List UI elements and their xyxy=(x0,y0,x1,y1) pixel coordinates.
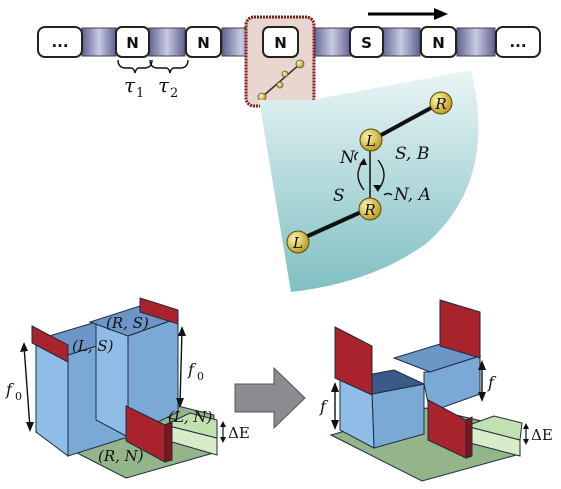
svg-text:N: N xyxy=(432,34,445,52)
tape-cell-ellipsis-left: ... xyxy=(37,26,83,58)
left-landscape-labels: (R, S) (L, S) (L, N) (R, N) f 0 f 0 ΔE xyxy=(5,314,250,465)
svg-text:R: R xyxy=(363,201,375,219)
ball-bottom-l: L xyxy=(286,230,310,254)
tau1-brace: τ 1 xyxy=(117,59,153,101)
svg-text:0: 0 xyxy=(15,390,22,403)
mini-rotor-icon xyxy=(257,59,305,102)
svg-text:2: 2 xyxy=(170,86,178,101)
tape-connector xyxy=(381,27,421,57)
svg-text:S: S xyxy=(361,34,372,52)
svg-text:f: f xyxy=(319,397,329,416)
label-sb: S, B xyxy=(395,144,429,164)
svg-text:τ: τ xyxy=(124,73,136,97)
svg-text:1: 1 xyxy=(136,86,144,101)
svg-text:0: 0 xyxy=(197,370,204,383)
ball-upper-l: L xyxy=(359,128,383,152)
ball-lower-r: R xyxy=(358,197,382,221)
label-ln: (L, N) xyxy=(168,408,212,426)
f-left-arrow xyxy=(331,382,339,430)
direction-arrow-icon xyxy=(368,8,448,20)
transition-arrows-icon xyxy=(354,151,393,196)
right-landscape-labels: f f ΔE xyxy=(319,360,553,445)
tape-cell-n3-highlighted: N xyxy=(262,26,299,58)
tape-connector xyxy=(456,27,496,57)
svg-text:N: N xyxy=(197,34,210,52)
label-rn: (R, N) xyxy=(98,447,144,465)
svg-text:τ: τ xyxy=(158,73,170,97)
tau2-brace: τ 2 xyxy=(149,59,189,101)
svg-text:...: ... xyxy=(51,33,68,51)
ball-top-r: R xyxy=(429,91,453,115)
tape-connector xyxy=(81,27,117,57)
tape-cell-n4: N xyxy=(420,26,457,58)
state-tape: ... N N N S N ... xyxy=(37,8,541,108)
svg-text:f: f xyxy=(187,360,197,379)
zoom-wedge: R L R L N S, B S N, A xyxy=(259,70,479,292)
label-na: N, A xyxy=(393,185,431,205)
f0-right-arrow xyxy=(176,326,186,408)
label-n-top: N xyxy=(339,148,356,168)
transform-arrow-icon xyxy=(234,366,306,430)
delta-e-right-arrow xyxy=(523,423,529,445)
svg-text:R: R xyxy=(434,95,446,113)
svg-text:ΔE: ΔE xyxy=(228,424,250,442)
svg-text:...: ... xyxy=(509,33,526,51)
right-energy-landscape xyxy=(329,299,523,482)
svg-text:f: f xyxy=(487,373,497,392)
label-s-bottom: S xyxy=(333,186,345,206)
delta-e-left-arrow xyxy=(220,421,226,443)
svg-text:f: f xyxy=(5,380,15,399)
svg-text:L: L xyxy=(365,132,376,150)
tape-cell-n2: N xyxy=(185,26,222,58)
tape-connector xyxy=(312,27,352,57)
f0-left-arrow xyxy=(20,342,34,432)
svg-text:N: N xyxy=(274,34,287,52)
svg-text:N: N xyxy=(126,34,139,52)
tape-cell-s: S xyxy=(349,26,384,58)
f-right-arrow xyxy=(478,360,486,402)
svg-text:ΔE: ΔE xyxy=(531,426,553,444)
tape-cell-n1: N xyxy=(115,26,150,58)
svg-text:L: L xyxy=(292,234,303,252)
tape-connector xyxy=(148,27,186,57)
left-energy-landscape xyxy=(31,297,218,479)
label-rs: (R, S) xyxy=(106,314,149,332)
tape-cell-ellipsis-right: ... xyxy=(495,26,541,58)
label-ls: (L, S) xyxy=(72,337,114,355)
